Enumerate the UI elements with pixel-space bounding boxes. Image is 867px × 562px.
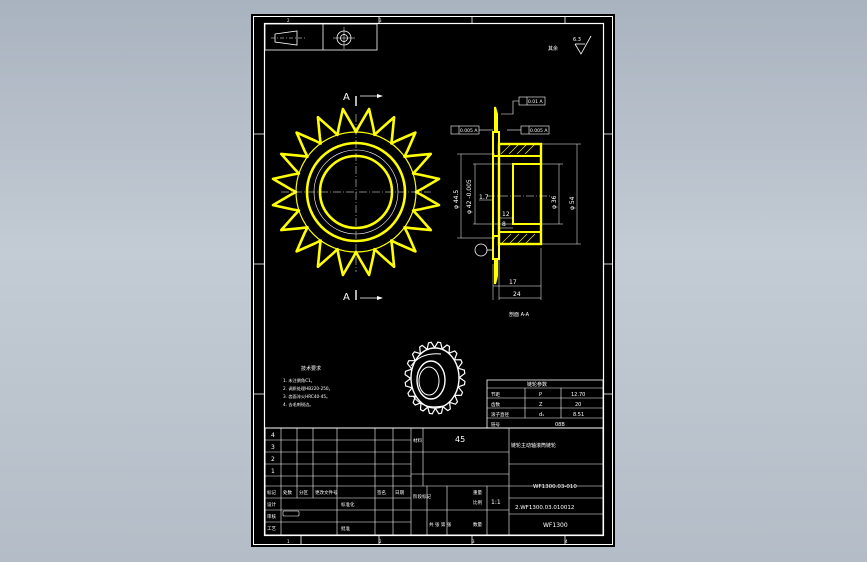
dim-hub-diameter: φ 42 -0.005 bbox=[466, 179, 473, 214]
tech-req-title: 技术要求 bbox=[301, 365, 321, 372]
tb-scale-value: 1:1 bbox=[491, 499, 501, 506]
tb-label-quantity: 数量 bbox=[473, 521, 482, 528]
sprocket-front-view: A A bbox=[271, 92, 441, 303]
param-row-1-symbol: P bbox=[539, 392, 542, 398]
param-row-2-value: 20 bbox=[575, 402, 581, 408]
tb-label-checker: 审核 bbox=[267, 513, 276, 520]
tb-assembly-number: 2.WF1300.03.010012 bbox=[515, 505, 574, 511]
inner-frame bbox=[263, 22, 605, 537]
tb-label-sheets: 共 张 第 张 bbox=[429, 521, 452, 528]
param-row-3-name: 滚子直径 bbox=[491, 411, 509, 418]
technical-requirements: 技术要求 1. 未注倒角C1。 2. 调质处理HB220-250。 3. 齿面淬… bbox=[283, 365, 333, 408]
dim-bore-diameter: φ 36 bbox=[551, 195, 558, 209]
tb-label-zone: 分区 bbox=[299, 489, 308, 496]
tb-label-date: 日期 bbox=[395, 490, 404, 496]
drawing-sheet: 2 3 1 2 3 4 其余 6.3 A A bbox=[251, 14, 615, 547]
rev-row-1: 1 bbox=[271, 468, 275, 475]
roughness-symbol: 其余 6.3 bbox=[548, 35, 592, 55]
zone-top-3: 3 bbox=[379, 18, 382, 23]
tb-drawing-number: WF1300.03-010 bbox=[533, 484, 577, 490]
dim-overall-length: 24 bbox=[513, 291, 521, 298]
sprocket-isometric-view bbox=[404, 341, 466, 415]
tech-req-line-4: 4. 去毛刺锐边。 bbox=[283, 401, 313, 408]
svg-text:0.005 A: 0.005 A bbox=[530, 128, 548, 134]
tolerance-frame-top: 0.01 A bbox=[501, 96, 546, 115]
tb-project: WF1300 bbox=[543, 522, 568, 529]
datum-a-marker bbox=[474, 243, 488, 257]
drawing-canvas: 2 3 1 2 3 4 其余 6.3 A A bbox=[253, 16, 613, 545]
zone-ticks bbox=[253, 16, 613, 545]
dim-tooth-width: 1.7 bbox=[479, 194, 489, 201]
rev-row-3: 3 bbox=[271, 444, 275, 451]
tolerance-frame-left: 0.005 A bbox=[450, 125, 493, 135]
param-row-2-name: 齿数 bbox=[491, 401, 500, 408]
roughness-note: 其余 bbox=[548, 45, 558, 52]
param-row-4-value: 08B bbox=[555, 422, 565, 428]
param-row-2-symbol: Z bbox=[539, 402, 543, 408]
dim-hub-depth: 12 bbox=[502, 211, 510, 218]
hub-section-outline bbox=[497, 142, 543, 246]
param-table-title: 链轮参数 bbox=[527, 381, 547, 388]
section-view-label: 剖面 A-A bbox=[509, 311, 530, 318]
tb-label-material: 材料 bbox=[413, 437, 422, 444]
tb-label-scale: 比例 bbox=[473, 499, 482, 506]
param-row-3-value: 8.51 bbox=[573, 412, 584, 418]
tb-label-designer: 设计 bbox=[267, 501, 276, 508]
tolerance-frame-right: 0.005 A bbox=[507, 125, 550, 135]
tech-req-line-2: 2. 调质处理HB220-250。 bbox=[283, 385, 333, 392]
tb-label-approval: 批准 bbox=[341, 525, 350, 532]
dim-outer-diameter: φ 44.5 bbox=[453, 190, 460, 209]
zone-bottom-3: 3 bbox=[472, 539, 475, 544]
tb-label-mark: 标记 bbox=[267, 489, 276, 496]
roughness-value: 6.3 bbox=[573, 37, 581, 43]
zone-top-2: 2 bbox=[287, 18, 290, 23]
svg-text:0.005 A: 0.005 A bbox=[460, 128, 478, 134]
tb-material-value: 45 bbox=[455, 435, 465, 444]
dim-hub-offset: 8 bbox=[502, 221, 506, 228]
svg-text:0.01 A: 0.01 A bbox=[528, 99, 543, 105]
outer-frame bbox=[253, 16, 613, 545]
dim-hub-length: 17 bbox=[509, 279, 517, 286]
zone-bottom-1: 1 bbox=[287, 539, 290, 544]
param-row-4-name: 链号 bbox=[491, 421, 500, 428]
rev-row-4: 4 bbox=[271, 432, 275, 439]
section-view: φ 44.5 φ 42 -0.005 φ 36 φ 54 1.7 12 8 17… bbox=[450, 96, 581, 318]
tb-label-weight: 重量 bbox=[473, 489, 482, 496]
title-block: 4 3 2 1 标记 处数 分区 更改文件号 签名 日期 设计 审核 工艺 标准… bbox=[264, 427, 604, 536]
section-mark-top: A bbox=[343, 92, 350, 103]
tb-label-process: 工艺 bbox=[267, 526, 276, 532]
tech-req-line-1: 1. 未注倒角C1。 bbox=[283, 377, 315, 384]
rev-row-2: 2 bbox=[271, 456, 275, 463]
tb-label-signature: 签名 bbox=[377, 489, 386, 496]
parameter-table: 链轮参数 节距 P 12.70 齿数 Z 20 滚子直径 d₁ 8.51 链号 … bbox=[486, 379, 604, 429]
tb-label-standardization: 标准化 bbox=[341, 501, 355, 508]
param-row-1-name: 节距 bbox=[491, 392, 500, 398]
tb-label-count: 处数 bbox=[283, 489, 292, 496]
section-mark-bottom: A bbox=[343, 292, 350, 303]
zone-bottom-4: 4 bbox=[565, 539, 568, 544]
tb-label-change-doc: 更改文件号 bbox=[315, 489, 338, 496]
projection-symbol bbox=[264, 23, 378, 51]
tb-label-stage-mark: 阶段标记 bbox=[413, 493, 431, 500]
tech-req-line-3: 3. 齿面淬火HRC40-45。 bbox=[283, 393, 330, 400]
tb-part-name: 链轮主动轴滚筒链轮 bbox=[511, 442, 556, 449]
zone-bottom-2: 2 bbox=[379, 539, 382, 544]
bore-section bbox=[512, 163, 542, 225]
param-row-3-symbol: d₁ bbox=[539, 412, 544, 418]
param-row-1-value: 12.70 bbox=[571, 392, 585, 398]
dim-flange-diameter: φ 54 bbox=[569, 196, 576, 210]
